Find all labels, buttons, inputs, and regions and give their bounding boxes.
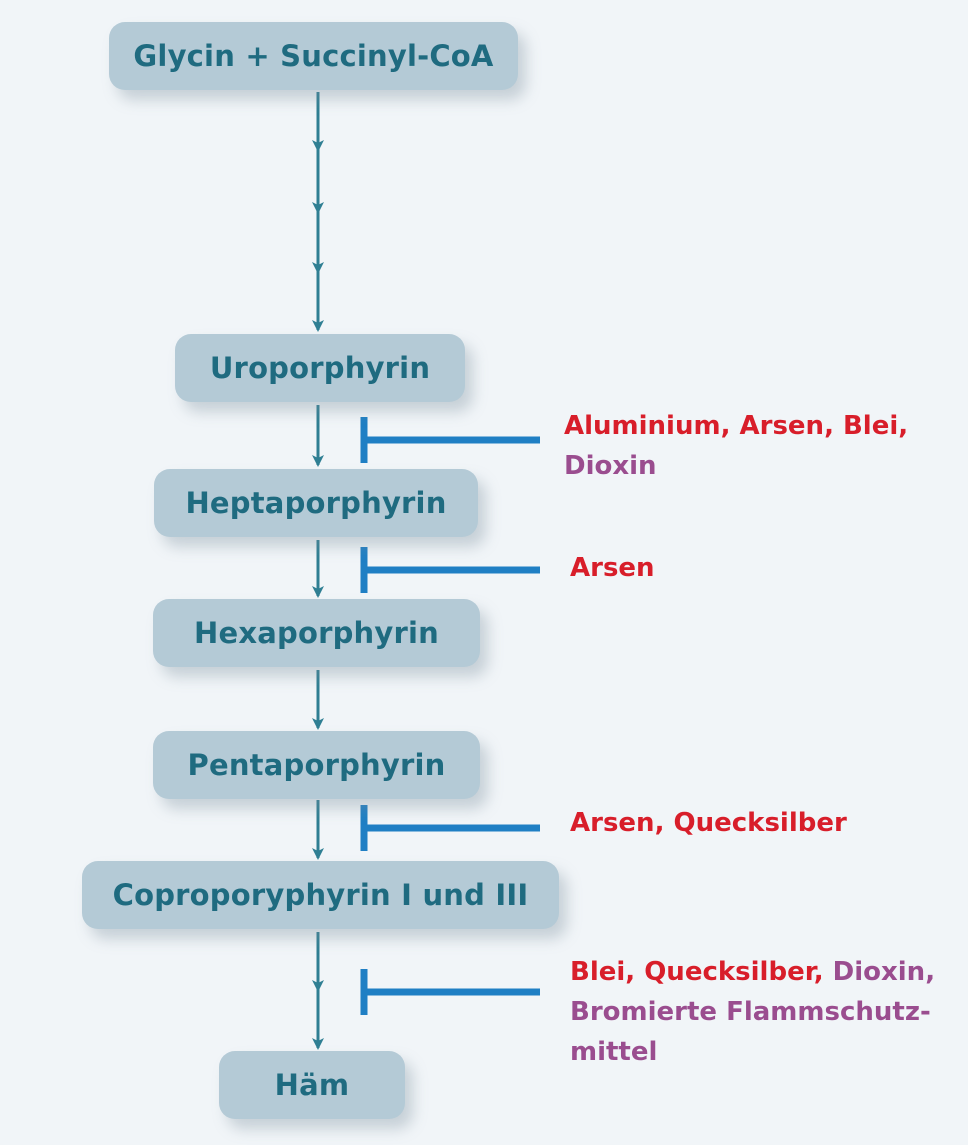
inhibitor-2-metals: Arsen	[570, 553, 655, 583]
inhibition-bar-2	[360, 547, 540, 593]
inhibitor-4-line-3: mittel	[570, 1037, 658, 1067]
inhibitor-label-2: Arsen	[570, 548, 655, 588]
inhibition-bar-4	[360, 969, 540, 1015]
inhibitor-label-1: Aluminium, Arsen, Blei, Dioxin	[564, 406, 908, 486]
inhibitor-4-line-2: Bromierte Flammschutz-	[570, 997, 931, 1027]
node-heptaporphyrin: Heptaporphyrin	[154, 469, 478, 537]
node-glycin-succinyl-coa: Glycin + Succinyl-CoA	[109, 22, 518, 90]
inhibitor-3-metals: Arsen, Quecksilber	[570, 808, 847, 838]
inhibitor-1-metals: Aluminium, Arsen, Blei,	[564, 411, 909, 441]
node-pentaporphyrin: Pentaporphyrin	[153, 731, 480, 799]
inhibitor-1-organic: Dioxin	[564, 451, 657, 481]
inhibitor-4-metals: Blei, Quecksilber,	[570, 957, 824, 987]
inhibitor-4-line-1: Blei, Quecksilber, Dioxin,	[570, 952, 935, 992]
inhibitor-4-dioxin: Dioxin,	[832, 957, 936, 987]
node-haem: Häm	[219, 1051, 405, 1119]
node-uroporphyrin: Uroporphyrin	[175, 334, 465, 402]
node-coproporphyrin: Coproporyphyrin I und III	[82, 861, 559, 929]
inhibition-bar-1	[360, 417, 540, 463]
inhibitor-label-3: Arsen, Quecksilber	[570, 803, 847, 843]
inhibition-bar-3	[360, 805, 540, 851]
node-hexaporphyrin: Hexaporphyrin	[153, 599, 480, 667]
inhibitor-label-4: Blei, Quecksilber, Dioxin, Bromierte Fla…	[570, 952, 935, 1072]
